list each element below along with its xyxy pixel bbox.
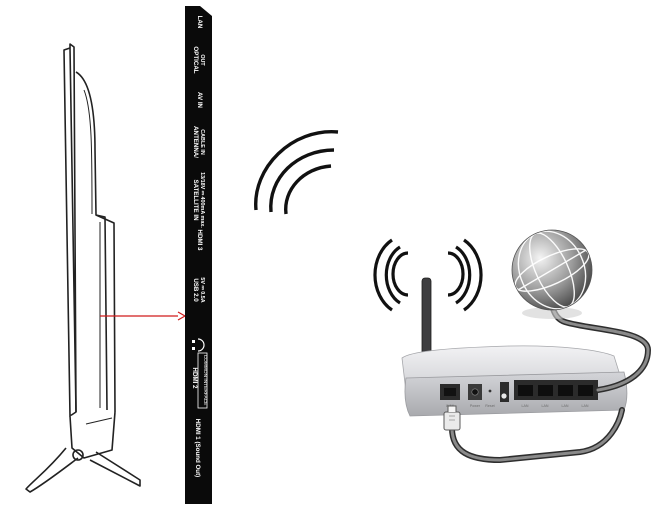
router-port-label: LAN [562, 404, 569, 408]
port-label-antenna-cable-in-line2: CABLE IN [199, 129, 205, 155]
router-lan-ports [514, 380, 598, 400]
headphone-icon [192, 338, 205, 352]
port-label-av-in: AV IN [196, 92, 203, 109]
router-port-label: LAN [542, 404, 549, 408]
port-label-hdmi1: HDMI 1 (Sound Out) [194, 419, 201, 477]
wifi-signal-icon-tv [254, 130, 339, 215]
tv-side-view [25, 43, 141, 493]
rj45-plug [443, 405, 461, 431]
port-label-optical-out: OPTICAL [192, 46, 199, 73]
common-interface-label: COMMON INTERFACE [202, 355, 208, 406]
wifi-signal-icon-router [373, 238, 483, 312]
router-port-label: LAN [522, 404, 529, 408]
connection-arrow [100, 311, 187, 321]
port-label-optical-out-line2: OUT [199, 54, 205, 66]
common-interface-slot: COMMON INTERFACE [197, 352, 208, 409]
router-power-port [468, 384, 482, 400]
port-label-satellite-in: SATELLITE IN [192, 179, 199, 221]
router-reset-button [488, 389, 492, 393]
router-port-label: LAN [582, 404, 589, 408]
router-port-label: Reset [485, 404, 494, 408]
port-label-satellite-in-line2: 13/18V ⎓ 400mA max. [199, 172, 205, 228]
port-label-usb-line2: 5V ⎓ 0.5A [199, 277, 205, 302]
port-label-lan: LAN [196, 16, 203, 29]
port-label-hdmi3: HDMI 3 [196, 230, 203, 252]
wireless-router: WANPowerResetLANLANLANLAN [401, 277, 628, 417]
port-label-antenna-cable-in: ANTENNA/ [192, 126, 199, 158]
port-label-usb: USB 2.0 [192, 278, 199, 302]
router-power-switch [500, 382, 509, 402]
router-port-label: Power [470, 404, 481, 408]
internet-globe-icon [511, 229, 593, 319]
router-wan-port [440, 384, 460, 400]
port-label-hdmi2: HDMI 2 [191, 368, 198, 390]
